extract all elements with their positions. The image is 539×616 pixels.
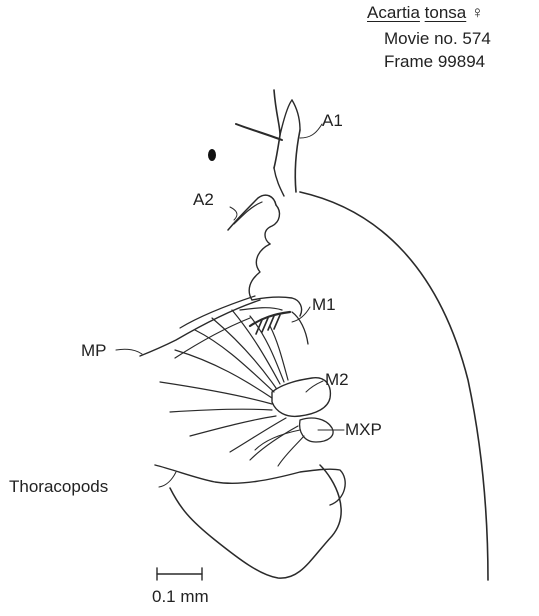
species-title: Acartia tonsa ♀	[367, 4, 484, 21]
female-symbol: ♀	[471, 3, 484, 22]
genus-name: Acartia	[367, 3, 420, 22]
label-m1: M1	[312, 296, 336, 313]
mouthparts	[160, 244, 333, 466]
antennule-a1	[236, 90, 300, 196]
label-mxp: MXP	[345, 421, 382, 438]
scale-bar	[157, 568, 202, 580]
label-a1: A1	[322, 112, 343, 129]
mandibular-palp	[140, 296, 260, 358]
frame-number: Frame 99894	[384, 53, 485, 70]
label-a2: A2	[193, 191, 214, 208]
species-name: tonsa	[425, 3, 467, 22]
scale-bar-label: 0.1 mm	[152, 588, 209, 605]
leader-lines	[116, 124, 344, 487]
label-mp: MP	[81, 342, 107, 359]
label-m2: M2	[325, 371, 349, 388]
thoracopod-plate	[155, 465, 345, 505]
movie-number: Movie no. 574	[384, 30, 491, 47]
eye-blob	[208, 149, 216, 161]
label-thoracopods: Thoracopods	[9, 478, 108, 495]
antenna-a2	[228, 195, 279, 244]
